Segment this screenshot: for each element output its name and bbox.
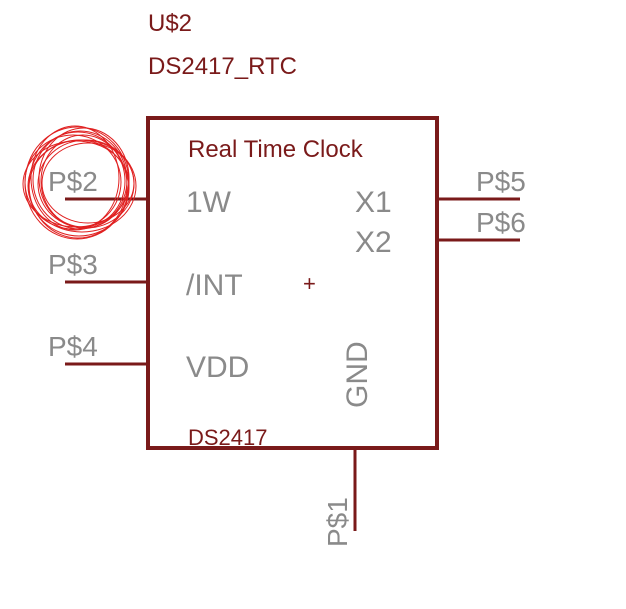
pad-label-p4: P$4 <box>48 331 98 362</box>
pin-name-int: /INT <box>186 269 243 302</box>
pad-label-p5: P$5 <box>476 166 526 197</box>
origin-marker: + <box>303 271 316 296</box>
component-device: DS2417 <box>188 425 268 450</box>
pad-label-p2: P$2 <box>48 166 98 197</box>
pad-label-p3: P$3 <box>48 249 98 280</box>
highlight-scribble <box>22 125 137 240</box>
pad-label-p6: P$6 <box>476 207 526 238</box>
pin-name-vdd: VDD <box>186 351 249 384</box>
pin-name-gnd: GND <box>341 341 374 408</box>
component-title: Real Time Clock <box>188 136 364 163</box>
part-reference: U$2 <box>148 10 192 37</box>
part-value: DS2417_RTC <box>148 53 297 80</box>
pad-label-p1: P$1 <box>322 497 353 547</box>
pin-name-x1: X1 <box>355 186 392 219</box>
pin-name-x2: X2 <box>355 226 392 259</box>
pin-name-1w: 1W <box>186 186 232 219</box>
